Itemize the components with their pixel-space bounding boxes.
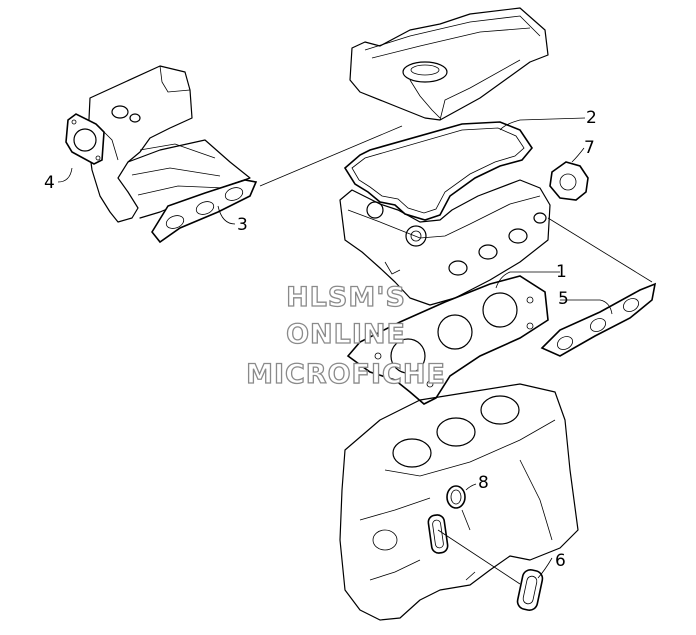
callout-3: 3	[237, 215, 248, 235]
callout-2: 2	[586, 108, 597, 128]
intake-manifold-gasket	[151, 179, 258, 244]
callout-1: 1	[556, 262, 567, 282]
callout-6: 6	[555, 551, 566, 571]
valve-cover-drawing	[349, 7, 549, 121]
engine-block-drawing	[339, 383, 579, 621]
exhaust-manifold-gasket	[540, 282, 657, 357]
head-gasket	[346, 275, 549, 405]
intake-flange-gasket	[65, 113, 105, 165]
leader-lines	[57, 117, 653, 585]
thermostat-gasket	[549, 161, 589, 201]
water-pump-gasket	[427, 514, 544, 611]
callout-7: 7	[584, 138, 595, 158]
callout-8: 8	[478, 473, 489, 493]
valve-cover-gasket	[343, 121, 533, 221]
watermark-line-1: HLSM'S	[286, 282, 406, 313]
watermark: HLSM'S ONLINE MICROFICHE	[245, 281, 446, 390]
seal-ring	[446, 485, 466, 509]
callout-5: 5	[558, 289, 569, 309]
callout-4: 4	[44, 173, 55, 193]
cylinder-head-drawing	[339, 179, 551, 306]
callout-labels: 1 2 3 4 5 6 7 8	[44, 108, 597, 571]
watermark-line-3: MICROFICHE	[246, 359, 446, 390]
watermark-line-2: ONLINE	[286, 319, 406, 350]
